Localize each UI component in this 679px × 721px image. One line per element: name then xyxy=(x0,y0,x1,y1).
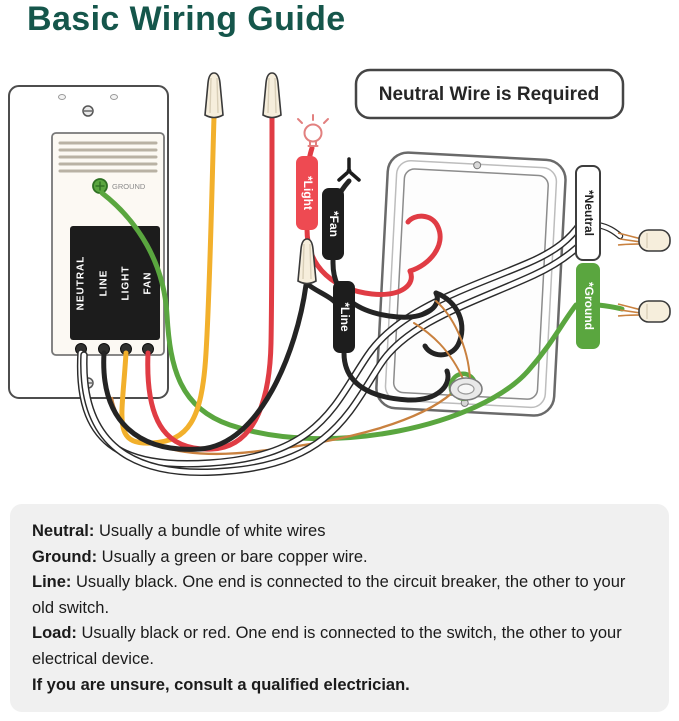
terminal-label-neutral: NEUTRAL xyxy=(76,256,87,311)
wire-nut-line xyxy=(297,238,317,285)
note-ground-desc: Usually a green or bare copper wire. xyxy=(101,547,368,566)
note-ground-term: Ground: xyxy=(32,547,98,566)
fan-terminal-wire xyxy=(145,114,275,452)
copper-strand-clamp-b xyxy=(435,300,471,380)
note-line: Line: Usually black. One end is connecte… xyxy=(32,570,647,621)
mount-hole xyxy=(110,94,118,100)
terminal-label-fan: FAN xyxy=(143,272,154,295)
wire-tag-ground-label: *Ground xyxy=(582,282,596,330)
light-bulb-icon xyxy=(297,114,329,147)
note-neutral-term: Neutral: xyxy=(32,522,95,540)
box-screw-top xyxy=(473,161,482,170)
red-wire-loop xyxy=(405,213,443,274)
ground-stub xyxy=(595,302,625,312)
note-ground: Ground: Usually a green or bare copper w… xyxy=(32,545,647,571)
note-neutral: Neutral: Usually a bundle of white wires xyxy=(32,519,647,545)
note-load-term: Load: xyxy=(32,624,77,643)
wire-tag-fan: *Fan xyxy=(322,188,344,260)
wire-tag-light: *Light xyxy=(296,156,318,230)
copper-strands xyxy=(617,303,642,317)
note-load: Load: Usually black or red. One end is c… xyxy=(32,621,647,672)
wire-tag-line: *Line xyxy=(333,281,355,353)
wire-tag-neutral-label: *Neutral xyxy=(582,190,596,236)
note-line-term: Line: xyxy=(32,573,72,592)
terminal-panel xyxy=(70,226,160,340)
black-wire-loop xyxy=(422,290,465,358)
ground-wire xyxy=(99,190,579,442)
wire-tag-neutral: *Neutral xyxy=(575,165,601,261)
terminal-label-light: LIGHT xyxy=(121,266,132,301)
note-load-desc: Usually black or red. One end is connect… xyxy=(32,624,622,668)
page-title: Basic Wiring Guide xyxy=(27,0,346,38)
wire-nut-left xyxy=(204,72,224,119)
wire-tag-line-label: *Line xyxy=(338,302,352,332)
wiring-diagram: GROUND NEUTRAL LINE LIGHT FAN xyxy=(8,68,671,476)
plate-screw-top xyxy=(82,105,94,117)
copper-strand-clamp-a xyxy=(413,322,465,382)
ceiling-fan-icon xyxy=(337,157,361,182)
callout-box xyxy=(354,68,625,120)
callout: Neutral Wire is Required xyxy=(354,68,625,120)
wire-nut-right xyxy=(262,72,282,119)
line-wire-to-switch xyxy=(101,282,309,452)
terminal-label-line: LINE xyxy=(99,270,110,297)
vent-ridges xyxy=(58,141,158,173)
wire-tag-ground: *Ground xyxy=(576,263,600,349)
wire-tag-light-label: *Light xyxy=(301,176,315,210)
note-line-desc: Usually black. One end is connected to t… xyxy=(32,573,626,617)
crimp-connector-neutral xyxy=(617,229,671,252)
wire-tag-fan-label: *Fan xyxy=(327,211,341,237)
note-footer: If you are unsure, consult a qualified e… xyxy=(32,675,410,694)
ground-screw xyxy=(92,178,108,194)
callout-text: Neutral Wire is Required xyxy=(379,84,600,105)
cable-clamp xyxy=(449,377,483,401)
ground-screw-label: GROUND xyxy=(112,182,146,191)
light-terminal-wire xyxy=(119,114,217,446)
notes-panel: Neutral: Usually a bundle of white wires… xyxy=(10,504,669,712)
crimp-connector-ground xyxy=(617,300,671,323)
wall-switch: GROUND NEUTRAL LINE LIGHT FAN xyxy=(8,85,169,399)
note-neutral-desc: Usually a bundle of white wires xyxy=(98,522,326,540)
mount-hole xyxy=(58,94,66,100)
neutral-wire-b xyxy=(81,234,591,475)
